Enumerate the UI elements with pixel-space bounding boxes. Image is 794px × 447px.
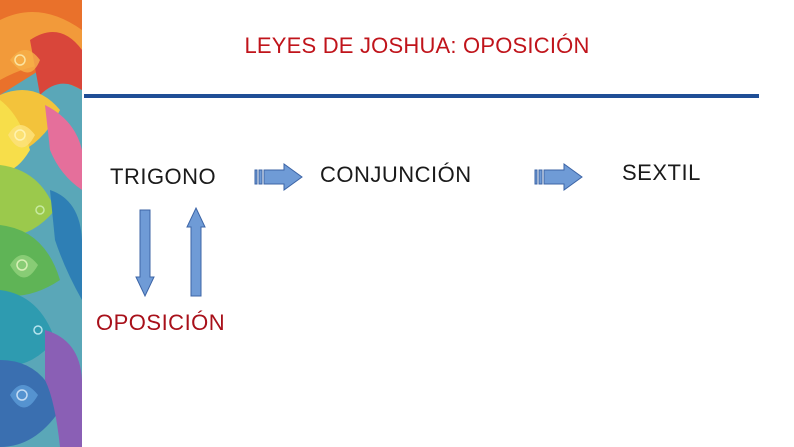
arrow-conjuncion-to-sextil [534, 163, 583, 191]
node-conjuncion: CONJUNCIÓN [320, 162, 472, 187]
node-trigono: TRIGONO [110, 164, 217, 189]
slide-title: LEYES DE JOSHUA: OPOSICIÓN [244, 33, 590, 58]
arrow-trigono-to-oposicion [135, 209, 155, 298]
node-sextil: SEXTIL [622, 160, 701, 185]
arrow-trigono-to-conjuncion [254, 163, 303, 191]
mandala-side-art [0, 0, 82, 447]
arrow-oposicion-to-trigono [186, 206, 206, 297]
title-divider [84, 94, 759, 98]
node-oposicion: OPOSICIÓN [96, 310, 226, 335]
